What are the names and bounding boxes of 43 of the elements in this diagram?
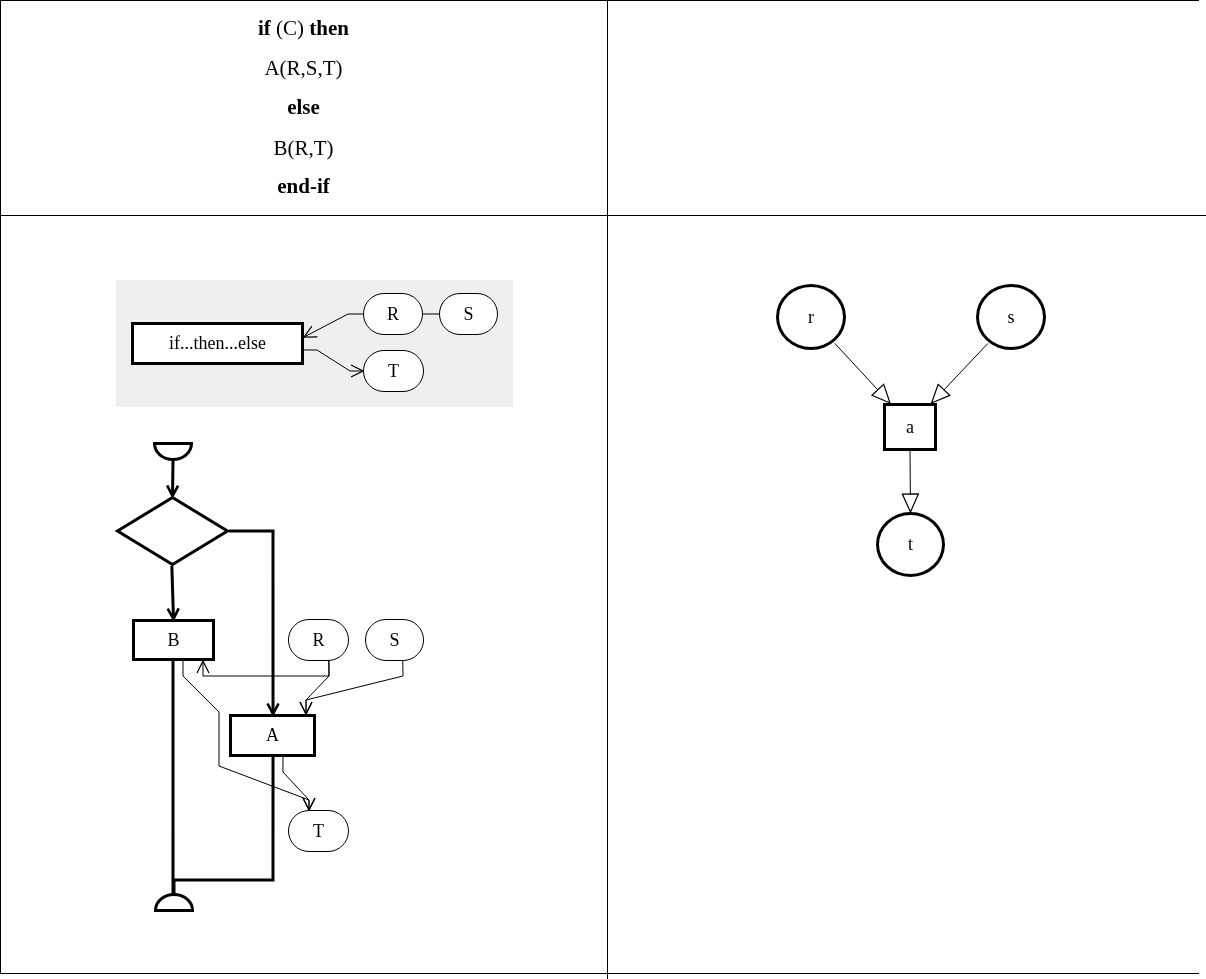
arrow <box>303 349 364 378</box>
process-box <box>229 714 316 757</box>
data-pill <box>288 619 349 661</box>
connector-line <box>422 313 440 315</box>
node-label: S <box>389 629 400 651</box>
node-label: T <box>388 360 399 382</box>
data-pill <box>288 810 349 852</box>
node-label: R <box>387 303 399 325</box>
code-line: A(R,S,T) <box>263 56 344 80</box>
node-label: A <box>266 725 279 746</box>
arrow <box>303 313 364 338</box>
arrow <box>165 460 180 498</box>
arrow <box>901 450 919 513</box>
arrow <box>834 342 891 404</box>
process-box <box>131 322 304 365</box>
code-line: else <box>286 95 321 119</box>
node-label: t <box>908 534 913 555</box>
arrow <box>196 660 330 677</box>
code-line: end-if <box>276 174 331 198</box>
node-label: R <box>312 629 325 651</box>
arrow <box>166 565 180 621</box>
node-label: T <box>313 820 324 842</box>
data-pill <box>365 619 424 661</box>
process-box <box>883 403 937 451</box>
code-line: if (C) then <box>257 16 350 40</box>
arrow <box>299 660 404 715</box>
node-label: s <box>1007 306 1015 328</box>
arrow <box>282 756 316 811</box>
data-pill <box>363 293 423 335</box>
connector-line <box>171 661 176 895</box>
diagram-panel <box>116 280 513 407</box>
process-box <box>132 619 215 661</box>
node-label: B <box>167 629 180 651</box>
code-line: B(R,T) <box>272 136 335 160</box>
node-label: S <box>463 303 474 325</box>
node-label: a <box>906 416 914 438</box>
data-pill <box>363 350 424 392</box>
node-label: if...then...else <box>169 333 266 354</box>
data-pill <box>439 293 498 335</box>
node-label: r <box>808 306 814 328</box>
connector-line <box>172 757 275 893</box>
arrow <box>931 342 989 404</box>
arrow <box>229 529 280 716</box>
